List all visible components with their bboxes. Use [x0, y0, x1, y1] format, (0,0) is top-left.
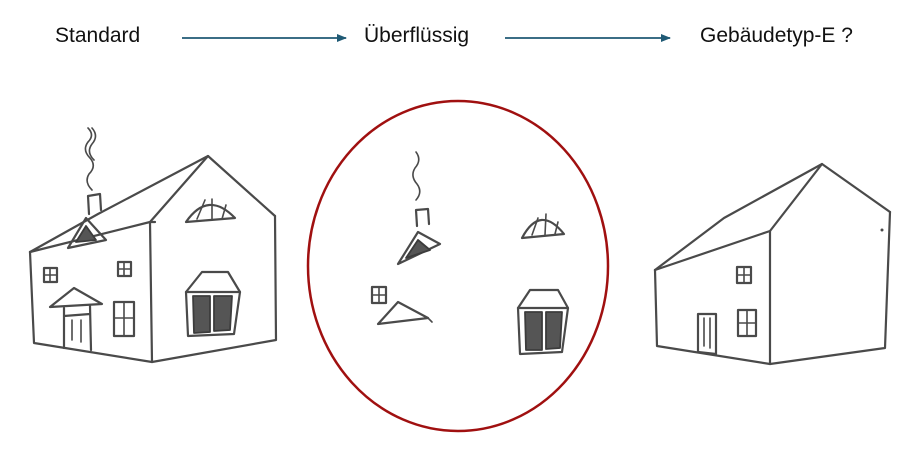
label-ueberfluessig: Überflüssig	[364, 24, 470, 47]
label-gebaeudetyp-e: Gebäudetyp-E ?	[700, 24, 853, 47]
removed-elements-circle	[306, 99, 610, 433]
gebaeudetyp-e-house-sketch	[653, 162, 892, 366]
label-standard: Standard	[55, 24, 141, 47]
removed-parts-sketch	[370, 151, 570, 356]
standard-house-sketch	[28, 127, 278, 364]
